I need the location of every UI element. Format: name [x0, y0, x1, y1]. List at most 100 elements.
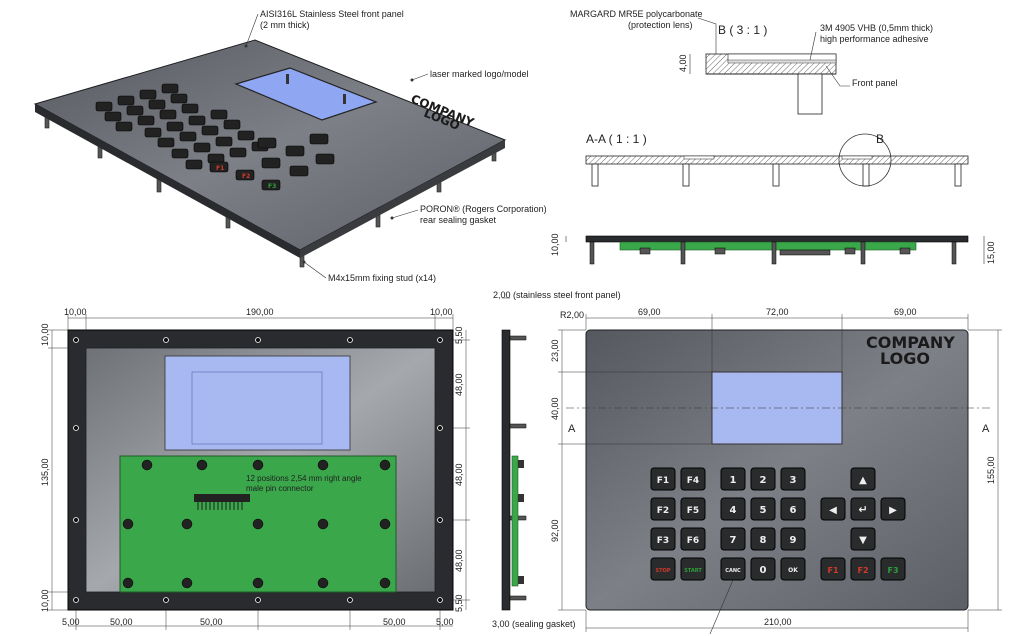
- key-0[interactable]: 0: [750, 557, 776, 581]
- dim-front-left-2: 40,00: [550, 397, 560, 420]
- key-7[interactable]: 7: [720, 527, 746, 551]
- svg-text:F3: F3: [268, 183, 276, 190]
- key-up[interactable]: ▲: [850, 467, 876, 491]
- dim-side-height: 15,00: [986, 241, 996, 264]
- svg-text:◀: ◀: [829, 505, 837, 516]
- key-f4[interactable]: F4: [680, 467, 706, 491]
- front-panel-note: AISI316L Stainless Steel front panel: [260, 9, 404, 19]
- iso-keypad: [95, 83, 335, 191]
- key-6[interactable]: 6: [780, 497, 806, 521]
- svg-text:0: 0: [760, 565, 767, 576]
- key-3[interactable]: 3: [780, 467, 806, 491]
- iso-display-lens: [234, 67, 378, 121]
- svg-text:F1: F1: [827, 566, 838, 575]
- key-f3[interactable]: F3: [650, 527, 676, 551]
- detail-b-title: B ( 3 : 1 ): [718, 23, 767, 37]
- svg-text:F3: F3: [657, 536, 669, 546]
- key-left[interactable]: ◀: [820, 497, 846, 521]
- svg-text:F2: F2: [857, 566, 868, 575]
- front-logo-line1: COMPANY: [866, 333, 955, 352]
- svg-text:F1: F1: [216, 165, 224, 172]
- key-f2[interactable]: F2: [650, 497, 676, 521]
- key-ok[interactable]: OK: [780, 557, 806, 581]
- dim-rear-top-right: 10,00: [430, 307, 453, 317]
- dim-rear-bottom-5: 5,00: [436, 617, 454, 627]
- svg-text:5: 5: [760, 505, 767, 516]
- key-red-f1[interactable]: F1: [820, 557, 846, 581]
- svg-text:F2: F2: [242, 173, 250, 180]
- dim-corner-radius: R2,00: [560, 310, 584, 320]
- front-keypad: F1 F4 1 2 3 ▲ F2 F5 4 5 6 ◀ ↵ ▶ F3 F6 7 …: [650, 467, 906, 581]
- dim-side-panel-thickness: 10,00: [550, 233, 560, 256]
- section-marker-right: A: [982, 423, 990, 435]
- key-f1[interactable]: F1: [650, 467, 676, 491]
- dim-front-top-left: 69,00: [638, 307, 661, 317]
- svg-text:OK: OK: [788, 567, 798, 574]
- key-2[interactable]: 2: [750, 467, 776, 491]
- dim-front-width: 210,00: [764, 617, 792, 627]
- dim-rear-right-2: 48,00: [454, 373, 464, 396]
- svg-text:▼: ▼: [859, 535, 867, 546]
- key-down[interactable]: ▼: [850, 527, 876, 551]
- narrow-side-view: 2,00 (stainless steel front panel) 3,00 …: [492, 290, 621, 629]
- svg-text:START: START: [684, 568, 702, 574]
- svg-text:CANC: CANC: [725, 568, 741, 574]
- adhesive-note-2: high performance adhesive: [820, 34, 929, 44]
- dim-sealing-gasket: 3,00 (sealing gasket): [492, 619, 576, 629]
- key-f6[interactable]: F6: [680, 527, 706, 551]
- connector-note-2: male pin connector: [246, 484, 314, 493]
- connector-note-1: 12 positions 2,54 mm right angle: [246, 474, 362, 483]
- dim-rear-left-top: 10,00: [40, 323, 50, 346]
- key-right[interactable]: ▶: [880, 497, 906, 521]
- key-1[interactable]: 1: [720, 467, 746, 491]
- lens-note-2: (protection lens): [628, 20, 693, 30]
- detail-b-marker: B: [876, 132, 884, 146]
- dim-rear-left-height: 135,00: [40, 458, 50, 486]
- laser-logo-note: laser marked logo/model: [430, 69, 529, 79]
- dim-front-top-center: 72,00: [766, 307, 789, 317]
- detail-b: B ( 3 : 1 ) MARGARD MR5E polycarbonate (…: [570, 9, 933, 115]
- dim-rear-bottom-4: 50,00: [383, 617, 406, 627]
- svg-text:9: 9: [790, 535, 797, 546]
- dim-rear-left-bottom: 10,00: [40, 589, 50, 612]
- rear-view: 12 positions 2,54 mm right angle male pi…: [40, 307, 470, 630]
- svg-text:6: 6: [790, 505, 797, 516]
- dim-rear-right-5: 5,50: [454, 594, 464, 612]
- key-f5[interactable]: F5: [680, 497, 706, 521]
- dim-rear-top-left: 10,00: [64, 307, 87, 317]
- svg-text:↵: ↵: [858, 503, 867, 516]
- dim-steel-panel: 2,00 (stainless steel front panel): [493, 290, 621, 300]
- svg-text:F6: F6: [687, 536, 699, 546]
- lens-note-1: MARGARD MR5E polycarbonate: [570, 9, 703, 19]
- svg-text:▲: ▲: [859, 475, 867, 486]
- key-stop[interactable]: STOP: [650, 557, 676, 581]
- isometric-view: COMPANY LOGO F1 F2 F3: [33, 9, 547, 283]
- key-green-f3[interactable]: F3: [880, 557, 906, 581]
- key-4[interactable]: 4: [720, 497, 746, 521]
- key-canc[interactable]: CANC: [720, 557, 746, 581]
- svg-text:F1: F1: [657, 476, 669, 486]
- dim-lens-thickness: 4,00: [678, 54, 688, 72]
- dim-rear-right-1: 5,50: [454, 326, 464, 344]
- key-9[interactable]: 9: [780, 527, 806, 551]
- key-start[interactable]: START: [680, 557, 706, 581]
- dim-front-left-1: 23,00: [550, 339, 560, 362]
- svg-text:8: 8: [760, 535, 767, 546]
- svg-text:7: 7: [730, 535, 737, 546]
- key-5[interactable]: 5: [750, 497, 776, 521]
- key-8[interactable]: 8: [750, 527, 776, 551]
- svg-text:F5: F5: [687, 506, 699, 516]
- svg-text:3: 3: [790, 475, 797, 486]
- front-panel-thickness-note: (2 mm thick): [260, 20, 310, 30]
- fixing-stud-note: M4x15mm fixing stud (x14): [328, 273, 436, 283]
- poron-note-2: rear sealing gasket: [420, 215, 497, 225]
- dim-rear-bottom-3: 50,00: [200, 617, 223, 627]
- svg-text:F3: F3: [887, 566, 898, 575]
- side-view: 10,00 15,00: [550, 233, 996, 265]
- key-red-f2[interactable]: F2: [850, 557, 876, 581]
- svg-text:▶: ▶: [889, 505, 897, 516]
- dim-rear-bottom-1: 5,00: [62, 617, 80, 627]
- section-a-a: A-A ( 1 : 1 ) B: [585, 132, 969, 187]
- key-enter[interactable]: ↵: [850, 497, 876, 521]
